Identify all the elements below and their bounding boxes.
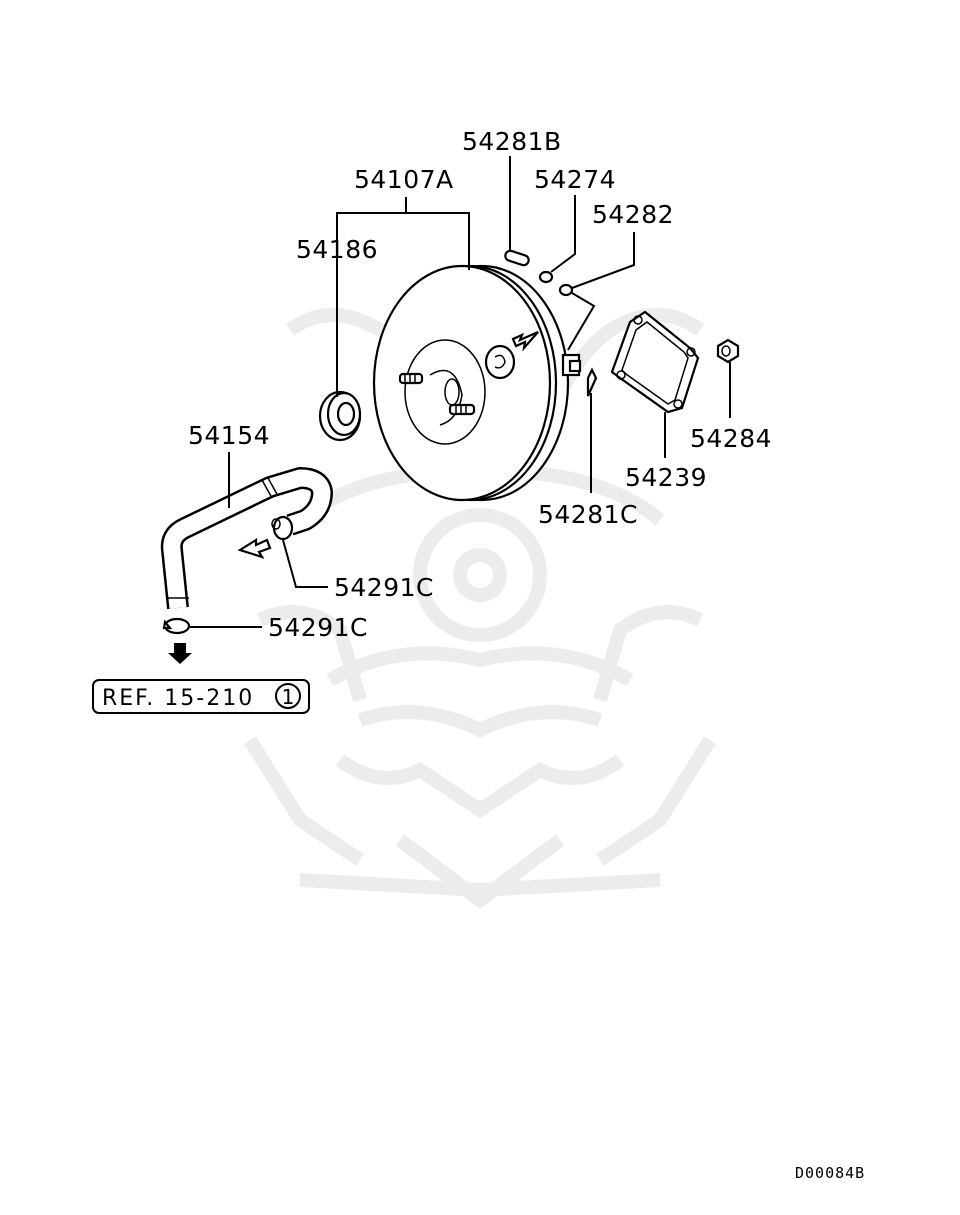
label-54291C-lower: 54291C (268, 613, 368, 642)
hose-clamp-54291C-upper (271, 515, 294, 541)
label-54107A: 54107A (354, 165, 454, 194)
washer-54274 (538, 270, 554, 284)
label-54281C: 54281C (538, 500, 638, 529)
seal-54186 (318, 390, 362, 442)
label-54282: 54282 (592, 200, 674, 229)
direction-arrow-icon (237, 538, 272, 559)
label-54284: 54284 (690, 424, 772, 453)
reference-text: REF. 15-210 (102, 686, 254, 711)
brake-booster (372, 264, 582, 502)
watermark-logo-icon (244, 308, 716, 909)
ring-54282 (558, 283, 574, 297)
reference-circle-number: 1 (282, 685, 295, 709)
pin-54281B (504, 249, 530, 267)
hose-clamp-54291C-lower (162, 617, 191, 635)
gasket-54239 (610, 310, 700, 414)
down-arrow-icon (168, 643, 192, 664)
label-54291C-upper: 54291C (334, 573, 434, 602)
clip-54281C (586, 367, 598, 397)
drawing-code: D00084B (795, 1164, 865, 1182)
reference-box[interactable]: REF. 15-210 1 (92, 679, 310, 714)
vacuum-hose-54154 (160, 467, 333, 610)
label-54274: 54274 (534, 165, 616, 194)
label-54154: 54154 (188, 421, 270, 450)
label-54186: 54186 (296, 235, 378, 264)
leader-lines (190, 156, 731, 628)
label-54281B: 54281B (462, 127, 562, 156)
label-54239: 54239 (625, 463, 707, 492)
nut-54284 (716, 338, 740, 364)
